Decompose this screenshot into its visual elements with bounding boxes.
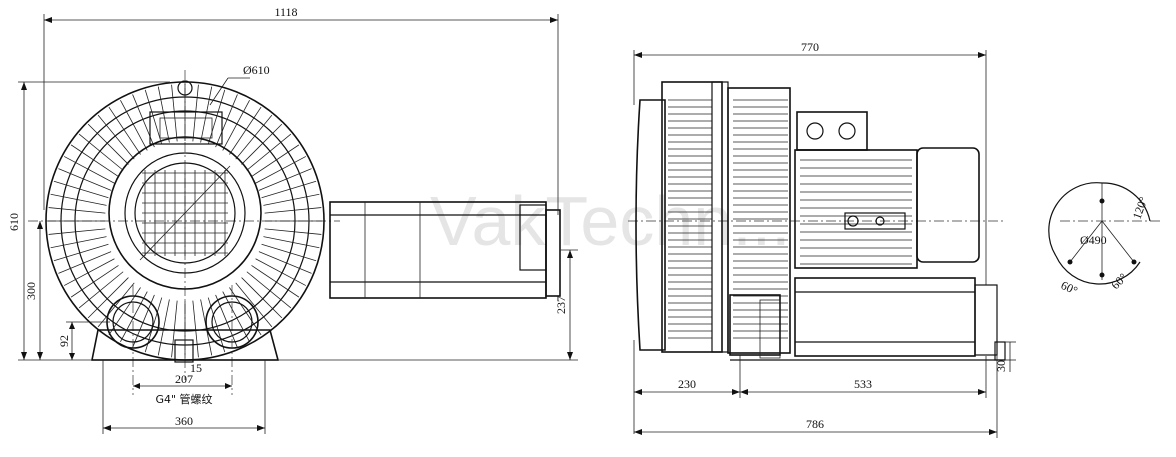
dim-flange-height: 237 xyxy=(554,296,568,314)
flange-detail: Ø490 120° 60° 60° xyxy=(1048,182,1160,298)
dim-height: 610 xyxy=(7,213,21,231)
dim-base-width: 360 xyxy=(175,414,193,428)
angle-top: 120° xyxy=(1130,195,1151,221)
motor-ribs xyxy=(800,159,912,265)
cooling-fins xyxy=(48,84,322,358)
dim-foot-height: 30 xyxy=(994,360,1008,372)
dim-diameter: Ø610 xyxy=(243,63,270,77)
angle-right: 60° xyxy=(1108,270,1130,292)
dim-port-offset: 15 xyxy=(190,361,202,375)
angle-left: 60° xyxy=(1059,278,1080,298)
dim-right-section: 533 xyxy=(854,377,872,391)
dim-outlet-height: 92 xyxy=(57,335,71,347)
dim-port-spacing: 207 xyxy=(175,372,193,386)
dim-overall-width: 1118 xyxy=(274,5,297,19)
dim-total-length: 786 xyxy=(806,417,824,431)
dim-top-length: 770 xyxy=(801,40,819,54)
dim-bolt-circle: Ø490 xyxy=(1080,233,1107,247)
front-view: 1118 Ø610 610 300 92 207 15 G4" 管螺纹 360 xyxy=(7,5,578,434)
side-view: 770 230 533 786 30 xyxy=(628,40,1016,438)
side-fins xyxy=(668,99,788,339)
dim-axis-height: 300 xyxy=(24,282,38,300)
port-thread-note: G4" 管螺纹 xyxy=(155,392,212,406)
dim-left-section: 230 xyxy=(678,377,696,391)
watermark-text: VakTechn... xyxy=(430,182,791,260)
